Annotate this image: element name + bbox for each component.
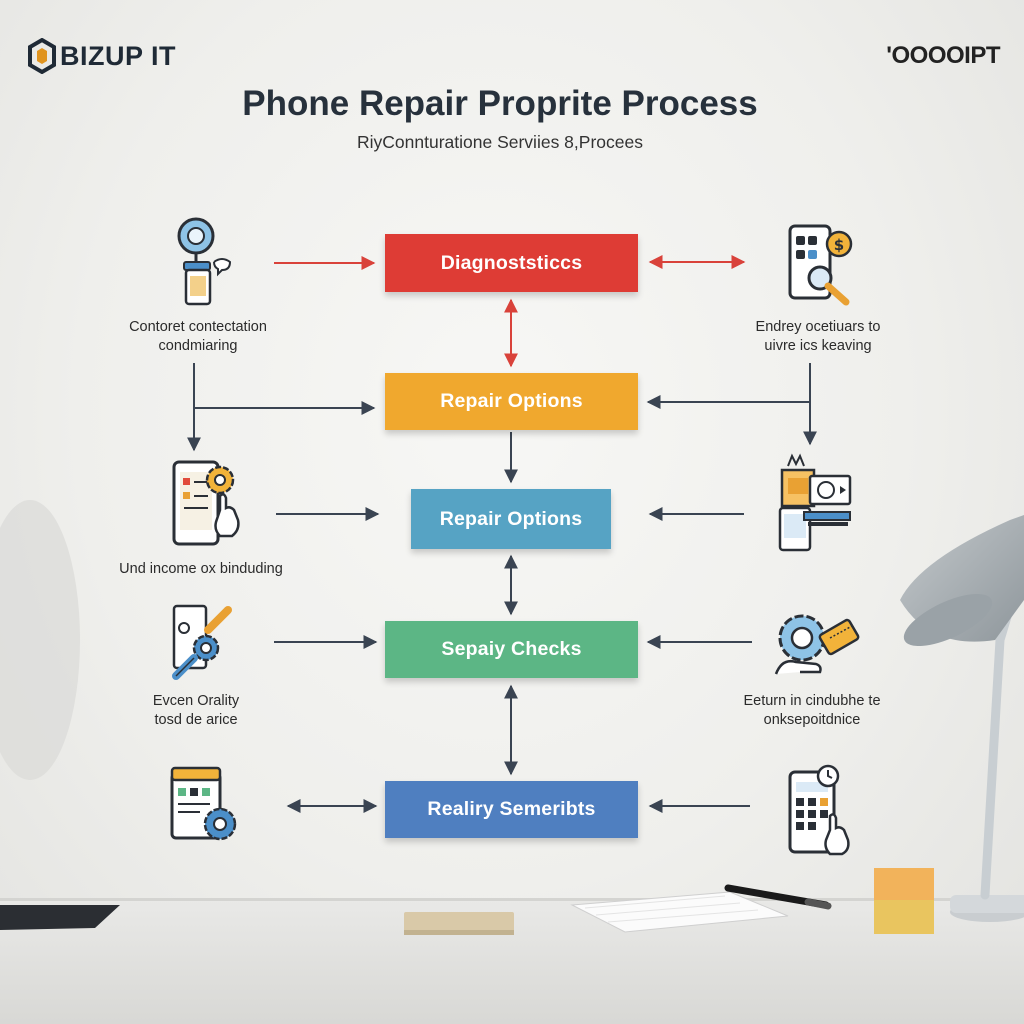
phone-gear-hand-icon xyxy=(172,460,240,546)
step-safety-checks: Sepaiy Checks xyxy=(385,621,638,678)
step-label: Realiry Semeribts xyxy=(427,798,596,820)
brand-name-right: 'OOOOIPT xyxy=(886,42,1000,69)
svg-text:$: $ xyxy=(834,236,844,254)
caption-left-4: Evcen Orality tosd de arice xyxy=(152,693,240,728)
diagram-subtitle: RiyConnturatione Serviies 8,Procees xyxy=(357,132,643,152)
desk-edge xyxy=(0,898,1024,901)
laptop-edge xyxy=(0,905,120,930)
step-repair-options-2: Repair Options xyxy=(411,489,611,549)
phone-coin-search-icon: $ xyxy=(788,224,853,306)
blurred-object xyxy=(0,500,80,780)
step-reality-semeribts: Realiry Semeribts xyxy=(385,781,638,838)
wooden-block-shadow xyxy=(404,930,514,935)
step-label: Repair Options xyxy=(439,507,583,530)
sticky-cube-top xyxy=(874,868,934,902)
laptop-phone-chat-icon xyxy=(778,453,852,552)
brand-logo-right: 'OOOOIPT xyxy=(886,42,1000,70)
sticky-cube-bottom xyxy=(874,900,934,934)
device-gear-icon xyxy=(170,766,237,841)
step-label: Repair Options xyxy=(440,390,583,412)
caption-right-1: Endrey ocetiuars to uivre ics keaving xyxy=(755,319,881,354)
phone-keypad-hand-icon xyxy=(788,764,850,856)
diagram-title: Phone Repair Proprite Process xyxy=(242,84,758,123)
tools-gear-icon xyxy=(172,604,232,680)
caption-left-1: Contoret contectation condmiaring xyxy=(129,319,267,354)
brand-logo-left: BIZUP IT xyxy=(28,38,176,74)
caption-right-4: Eeturn in cindubhe te onksepoitdnice xyxy=(743,693,881,728)
brand-name-left: BIZUP IT xyxy=(60,40,177,71)
gear-wrench-icon xyxy=(774,614,860,675)
magnifier-phone-icon xyxy=(177,217,232,306)
step-label: Diagnoststiccs xyxy=(440,251,583,274)
hexagon-logo-icon xyxy=(28,38,56,74)
caption-left-3: Und income ox binduding xyxy=(119,561,283,577)
step-diagnostics: Diagnoststiccs xyxy=(385,234,638,292)
notepad xyxy=(570,891,789,933)
step-repair-options-1: Repair Options xyxy=(385,373,638,430)
step-label: Sepaiy Checks xyxy=(441,638,582,660)
wooden-block xyxy=(404,912,514,934)
